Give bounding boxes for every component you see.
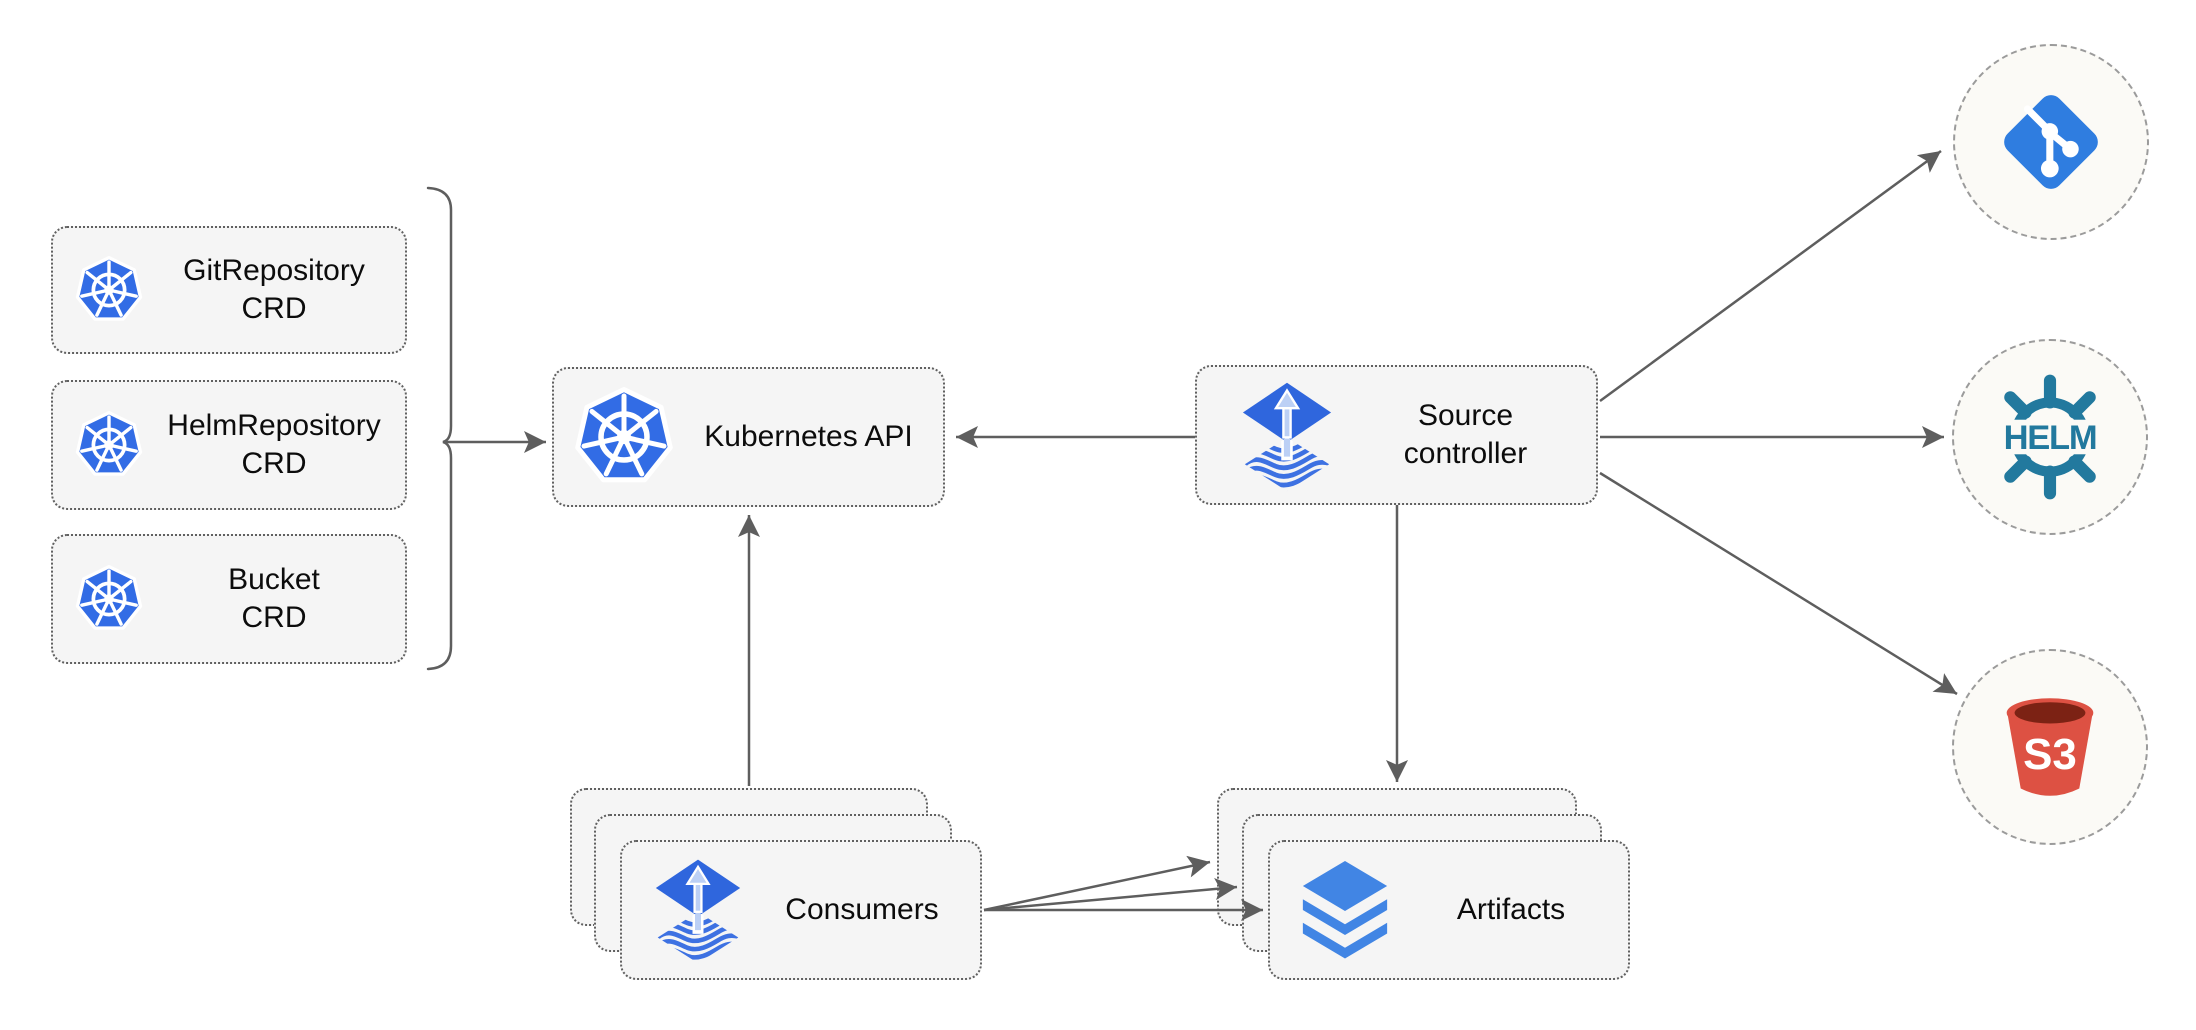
s3-bucket-icon: S3 [2006,698,2094,796]
gitrepository-crd-label: GitRepository CRD [183,253,365,325]
helm-icon: HELM [1986,373,2114,501]
source-controller-label: Source controller [1403,398,1528,470]
gitrepository-crd-node: GitRepository CRD [51,226,407,354]
kubernetes-icon [75,411,143,476]
consumers-node: Consumers [620,840,982,980]
artifacts-label: Artifacts [1456,892,1566,926]
crd-group-bracket [426,186,453,671]
flux-icon [652,855,744,965]
kubernetes-icon [574,387,674,487]
helm-icon-text: HELM [2004,419,2097,457]
arrow-source-to-git [1599,149,1942,403]
artifacts-node: Artifacts [1268,840,1630,980]
kubernetes-icon [75,256,143,321]
helmrepository-crd-node: HelmRepository CRD [51,380,407,510]
git-icon [1992,83,2110,201]
arrow-consumers-to-artifacts-back [983,855,1211,912]
kubernetes-api-label: Kubernetes API [704,419,913,453]
arrow-source-to-s3 [1599,471,1958,696]
s3-circle: S3 [1952,649,2148,845]
bucket-crd-node: Bucket CRD [51,534,407,664]
s3-icon-text: S3 [2023,730,2077,779]
consumers-label: Consumers [785,892,939,926]
git-circle [1953,44,2149,240]
bucket-crd-label: Bucket CRD [228,562,320,634]
flux-icon [1239,378,1335,493]
kubernetes-icon [75,565,143,630]
layers-icon [1302,861,1388,959]
source-controller-node: Source controller [1195,365,1598,505]
kubernetes-api-node: Kubernetes API [552,367,945,507]
helm-circle: HELM [1952,339,2148,535]
arrow-consumers-to-artifacts-middle [983,878,1238,912]
helmrepository-crd-label: HelmRepository CRD [167,408,381,480]
